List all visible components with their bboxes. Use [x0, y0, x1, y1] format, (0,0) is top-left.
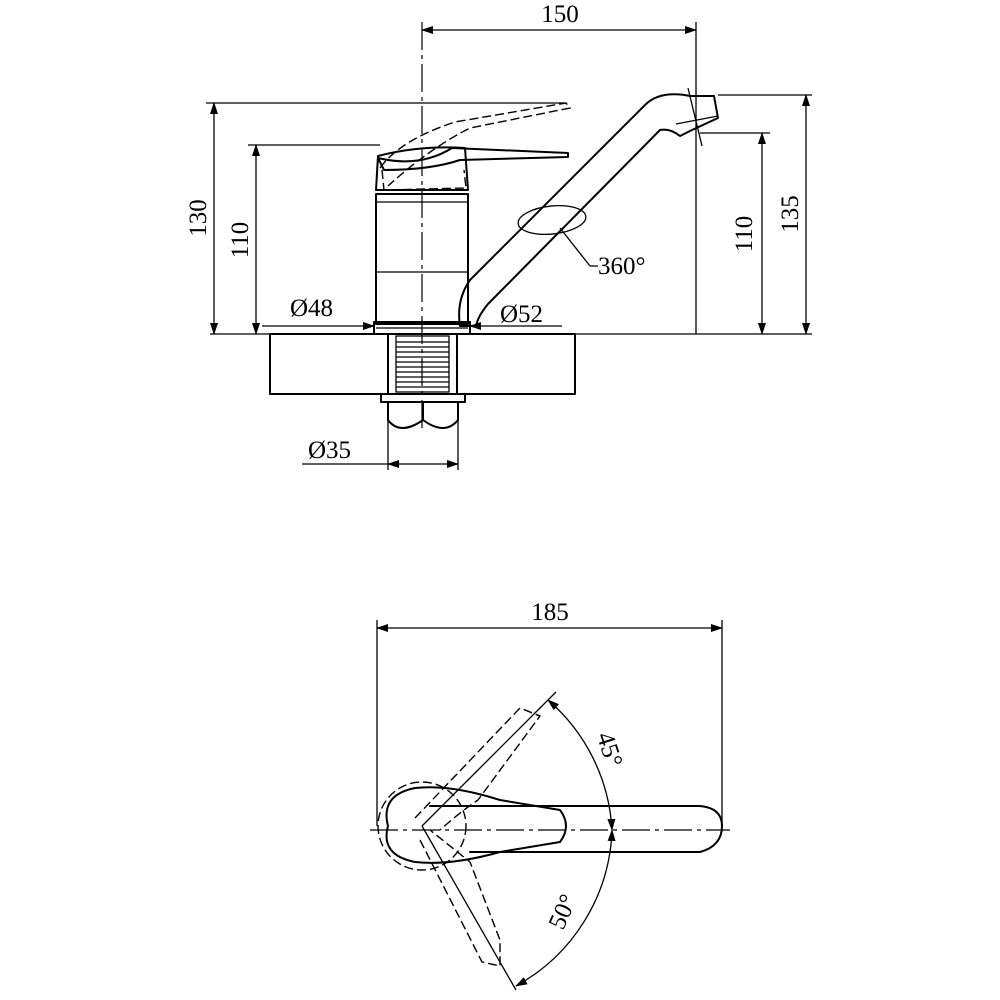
countertop-section: [210, 333, 812, 395]
dim-spout-outlet-height: 110: [731, 216, 758, 253]
side-dimensions: 150 130 110 110 135 Ø48 Ø52: [185, 1, 812, 470]
body-circle-top: [377, 781, 467, 871]
dim-spout-rotation: 360°: [598, 253, 646, 280]
handle-position-50: [419, 829, 501, 967]
dim-height-to-body: 110: [227, 222, 254, 259]
threaded-shank: [380, 333, 466, 429]
dim-height-to-handle: 130: [185, 199, 212, 237]
side-view: 150 130 110 110 135 Ø48 Ø52: [185, 1, 812, 470]
dim-overall-width: 150: [541, 1, 579, 28]
top-view: 185 45° 50°: [370, 599, 730, 991]
dim-shank-diameter: Ø35: [308, 437, 351, 464]
dim-spout-height: 135: [777, 195, 804, 233]
dim-base-diameter: Ø52: [500, 301, 543, 328]
dim-overall-length: 185: [531, 599, 569, 626]
lever-handle: [375, 102, 572, 191]
dim-body-diameter: Ø48: [290, 295, 333, 322]
handle-position-45: [414, 707, 542, 831]
spout-top: [429, 805, 723, 853]
swivel-spout: [458, 87, 719, 327]
dim-handle-angle-down: 50°: [544, 890, 583, 933]
